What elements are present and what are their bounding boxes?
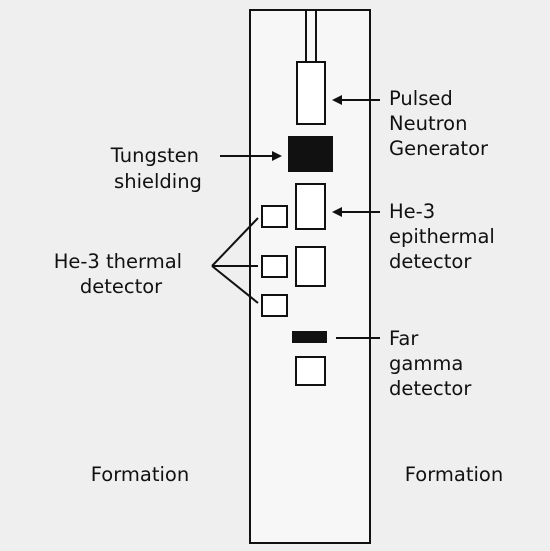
label-pulsed-neutron-generator: Pulsed Neutron Generator <box>389 87 489 160</box>
he3-thermal-detector-2 <box>261 255 288 278</box>
label-formation-right: Formation <box>405 463 503 486</box>
pointer-thermal-detector-1 <box>211 217 259 267</box>
pulsed-neutron-generator <box>296 61 326 125</box>
label-he3-epithermal-detector: He-3 epithermal detector <box>389 200 501 273</box>
label-he3-thermal-detector: He-3 thermal detector <box>54 250 189 298</box>
he3-thermal-detector-3 <box>261 294 288 317</box>
he3-thermal-detector-1 <box>261 205 288 228</box>
far-gamma-scintillator <box>292 331 327 343</box>
label-far-gamma-detector: Far gamma detector <box>389 327 472 400</box>
pointer-thermal-detector-3 <box>211 265 259 304</box>
detector-box <box>295 246 326 287</box>
he3-epithermal-detector <box>295 183 326 230</box>
tungsten-shielding <box>288 136 333 172</box>
label-tungsten-shielding: Tungsten shielding <box>110 144 205 193</box>
far-gamma-detector <box>295 356 326 386</box>
label-formation-left: Formation <box>91 463 189 486</box>
